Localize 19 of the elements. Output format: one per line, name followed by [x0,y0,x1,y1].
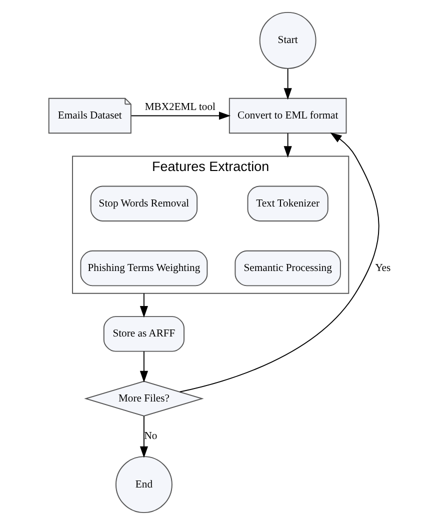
edge-label: Yes [374,262,390,274]
edge-label: MBX2EML tool [144,102,215,113]
edge-label: No [144,430,157,442]
arrow [139,416,148,458]
node-box: Phishing Terms Weighting [80,250,208,286]
node-box: Store as ARFF [102,316,184,352]
arrow [130,112,230,120]
arrow [283,68,292,100]
node-diamond: More Files? [84,380,204,417]
arrow [139,292,148,318]
node-box: Text Tokenizer [246,186,328,222]
node-box: Stop Words Removal [90,186,198,222]
arrow [283,132,292,158]
node-circle: Start [258,12,316,69]
node-box: Convert to EML format [228,98,346,134]
arrow [139,350,148,383]
arrow [178,132,379,392]
node-box: Semantic Processing [234,250,340,286]
node-circle: End [114,456,172,514]
